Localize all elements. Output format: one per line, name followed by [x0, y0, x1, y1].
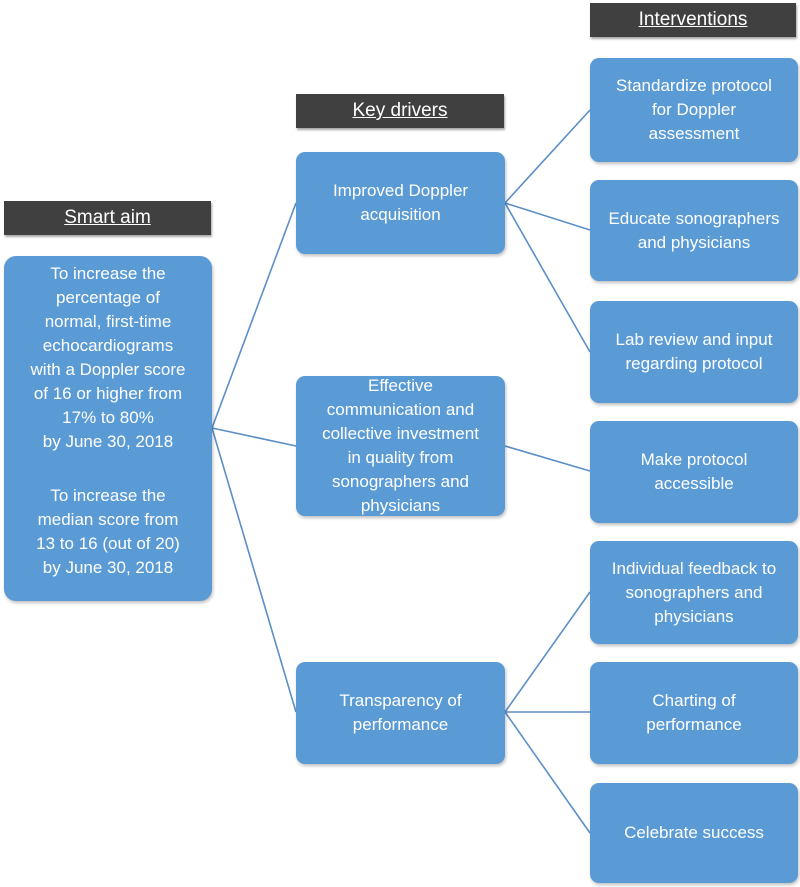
- connector-driver1-int2: [504, 202, 591, 231]
- interventions-header-label: Interventions: [638, 9, 748, 30]
- key-driver-box-2: Effective communication and collective i…: [296, 376, 505, 516]
- connector-aim-driver1: [211, 202, 297, 429]
- connector-aim-driver2: [211, 427, 297, 447]
- intervention-box-4: Make protocol accessible: [590, 421, 798, 523]
- key-driver-box-1: Improved Doppler acquisition: [296, 152, 505, 254]
- intervention-box-5: Individual feedback to sonographers and …: [590, 541, 798, 644]
- key-driver-label-2: Effective communication and collective i…: [322, 376, 479, 515]
- intervention-box-2: Educate sonographers and physicians: [590, 180, 798, 281]
- key-drivers-header: Key drivers: [296, 94, 504, 128]
- intervention-label-6: Charting of performance: [646, 691, 742, 734]
- connector-driver3-int5: [504, 591, 591, 713]
- intervention-label-5: Individual feedback to sonographers and …: [611, 558, 777, 626]
- smart-aim-header: Smart aim: [4, 201, 211, 235]
- key-driver-label-3: Transparency of performance: [339, 691, 462, 734]
- connector-driver3-int7: [504, 711, 591, 834]
- smart-aim-text-1: To increase the percentage of normal, fi…: [30, 264, 186, 451]
- connector-driver1-int1: [504, 109, 591, 204]
- connector-driver2-int4: [504, 445, 591, 472]
- key-driver-box-3: Transparency of performance: [296, 662, 505, 764]
- intervention-label-1: Standardize protocol for Doppler assessm…: [616, 76, 772, 143]
- key-drivers-header-label: Key drivers: [352, 100, 448, 121]
- intervention-label-2: Educate sonographers and physicians: [608, 208, 780, 252]
- intervention-box-3: Lab review and input regarding protocol: [590, 301, 798, 403]
- interventions-header: Interventions: [590, 3, 796, 37]
- intervention-label-3: Lab review and input regarding protocol: [615, 330, 773, 373]
- smart-aim-box: To increase the percentage of normal, fi…: [4, 256, 212, 601]
- intervention-box-6: Charting of performance: [590, 662, 798, 764]
- intervention-box-7: Celebrate success: [590, 783, 798, 883]
- smart-aim-header-label: Smart aim: [64, 207, 151, 228]
- intervention-label-4: Make protocol accessible: [640, 450, 748, 493]
- intervention-label-7: Celebrate success: [624, 823, 764, 842]
- connector-driver1-int3: [504, 202, 591, 353]
- connector-aim-driver3: [211, 427, 297, 713]
- intervention-box-1: Standardize protocol for Doppler assessm…: [590, 58, 798, 162]
- key-driver-label-1: Improved Doppler acquisition: [332, 181, 469, 224]
- smart-aim-text-2: To increase the median score from 13 to …: [36, 486, 180, 577]
